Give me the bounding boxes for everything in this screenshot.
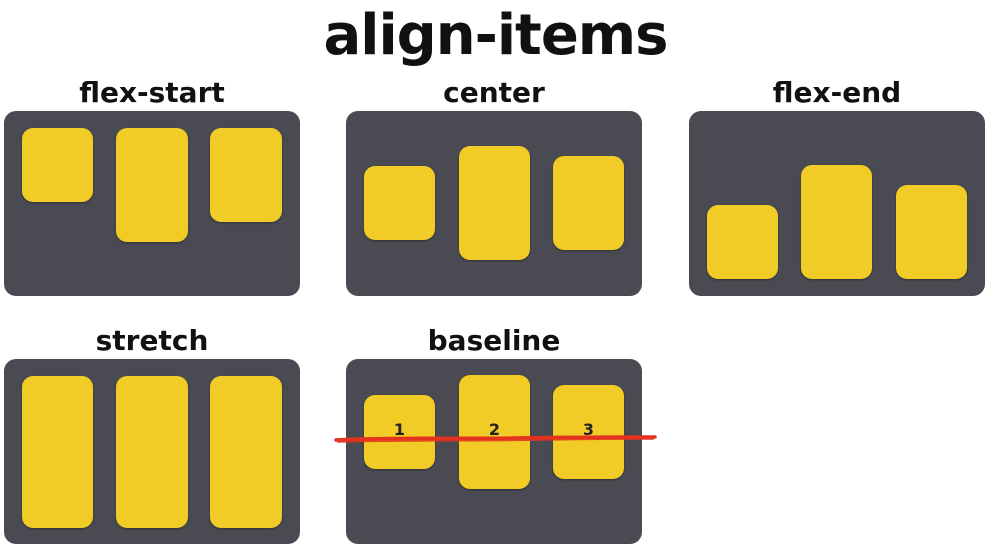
flex-end-item-3 — [896, 185, 967, 279]
baseline-item-3: 3 — [553, 385, 624, 479]
flex-start-item-3 — [210, 128, 282, 222]
center-label: center — [443, 76, 545, 109]
center-panel — [346, 111, 642, 296]
baseline-item-number: 1 — [393, 420, 406, 439]
baseline-label: baseline — [427, 324, 561, 357]
stretch-label: stretch — [95, 324, 209, 357]
flex-start-item-2 — [116, 128, 188, 242]
flex-start-item-1 — [22, 128, 93, 202]
flex-end-label: flex-end — [772, 76, 902, 109]
flex-end-item-2 — [801, 165, 872, 279]
center-item-1 — [364, 166, 435, 240]
baseline-item-1: 1 — [364, 395, 435, 469]
baseline-item-2: 2 — [459, 375, 530, 489]
center-item-3 — [553, 156, 624, 250]
stretch-item-1 — [22, 376, 93, 528]
stretch-item-3 — [210, 376, 282, 528]
flex-start-label: flex-start — [79, 76, 225, 109]
baseline-item-number: 2 — [488, 420, 501, 439]
stretch-item-2 — [116, 376, 188, 528]
flex-end-panel — [689, 111, 985, 296]
stretch-panel — [4, 359, 300, 544]
center-item-2 — [459, 146, 530, 260]
flex-start-panel — [4, 111, 300, 296]
baseline-item-number: 3 — [582, 420, 595, 439]
diagram-title: align-items — [323, 3, 668, 68]
baseline-panel: 1 2 3 — [346, 359, 642, 544]
flex-end-item-1 — [707, 205, 778, 279]
baseline-marker-line — [334, 435, 657, 443]
